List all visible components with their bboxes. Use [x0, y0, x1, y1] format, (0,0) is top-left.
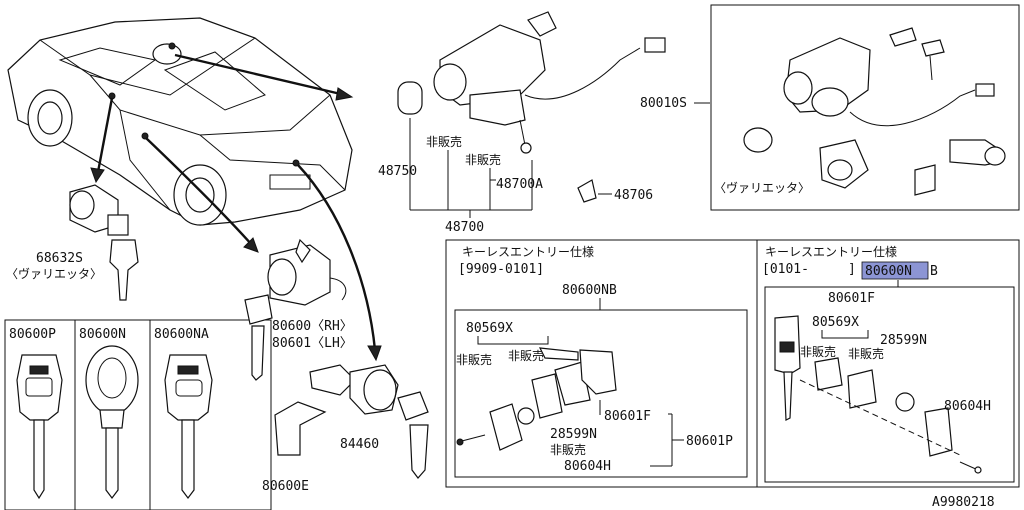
label-48706: 48706: [614, 188, 653, 203]
label-nfs-4: 非販売: [508, 348, 544, 363]
highlight-80600nb: [861, 261, 929, 280]
label-80601f-2: 80601F: [828, 291, 875, 306]
keyless-title-1: キーレスエントリー仕様: [462, 245, 594, 259]
label-80604h-1: 80604H: [564, 459, 611, 474]
keyless-title-2: キーレスエントリー仕様: [765, 245, 897, 259]
label-80601p: 80601P: [686, 434, 733, 449]
label-80600nb-1: 80600NB: [562, 283, 617, 298]
key-80600p: [16, 354, 63, 500]
leader-lines-48700: [409, 118, 533, 218]
bracket-48706: [577, 179, 612, 203]
lock-set-80010s: [743, 27, 1006, 196]
leader-lines-80601p: [650, 413, 684, 467]
label-80600-rh: 80600〈RH〉: [272, 319, 353, 334]
keyless-period-1: [9909-0101]: [458, 262, 544, 277]
keyless-box: [445, 239, 1020, 488]
key-80600na: [164, 354, 213, 499]
label-80600na: 80600NA: [154, 327, 209, 342]
label-80601-lh: 80601〈LH〉: [272, 336, 353, 351]
label-not-for-sale-1: 非販売: [426, 134, 462, 149]
label-48700a: 48700A: [496, 177, 543, 192]
label-variety-right: 〈ヴァリエッタ〉: [714, 180, 810, 195]
label-nfs-3: 非販売: [456, 352, 492, 367]
door-lock-cylinders: [244, 238, 347, 381]
pointer-arrows: [90, 53, 382, 362]
label-80600nb-2: 80600N: [865, 264, 912, 279]
label-80600p: 80600P: [9, 327, 56, 342]
label-nfs-6: 非販売: [800, 344, 836, 359]
box-80010s: [710, 4, 1020, 211]
keys-box: [4, 319, 272, 510]
label-80600n: 80600N: [79, 327, 126, 342]
remote-key-parts-2: [774, 315, 982, 474]
label-84460: 84460: [340, 437, 379, 452]
label-80600e: 80600E: [262, 479, 309, 494]
key-80600n: [85, 345, 139, 499]
label-nfs-7: 非販売: [848, 346, 884, 361]
label-80604h-2: 80604H: [944, 399, 991, 414]
ignition-cylinder: [397, 11, 666, 154]
keyless-inner-box-2: [764, 286, 1015, 483]
label-48750: 48750: [378, 164, 417, 179]
label-80010s: 80010S: [640, 96, 687, 111]
label-80569x-1: 80569X: [466, 321, 513, 336]
label-80569x-2: 80569X: [812, 315, 859, 330]
remote-key-parts-1: [456, 347, 617, 451]
label-nfs-5: 非販売: [550, 442, 586, 457]
diagram-id: A9980218: [932, 495, 995, 510]
label-28599n-1: 28599N: [550, 427, 597, 442]
car-illustration: [7, 17, 353, 226]
label-not-for-sale-2: 非販売: [465, 152, 501, 167]
label-28599n-2: 28599N: [880, 333, 927, 348]
trunk-lock-84460: [274, 364, 429, 479]
label-80601f-1: 80601F: [604, 409, 651, 424]
trunk-lock-cylinder: [69, 184, 139, 301]
keyless-inner-box-1: [454, 309, 748, 478]
label-48700: 48700: [445, 220, 484, 235]
keyless-period-2: [0101-: [762, 262, 809, 277]
label-80600nb-2-suffix: B: [930, 264, 938, 279]
label-68632s: 68632S: [36, 251, 83, 266]
label-variety-left: 〈ヴァリエッタ〉: [6, 266, 102, 281]
keyless-period-2-end: ]: [848, 262, 856, 277]
